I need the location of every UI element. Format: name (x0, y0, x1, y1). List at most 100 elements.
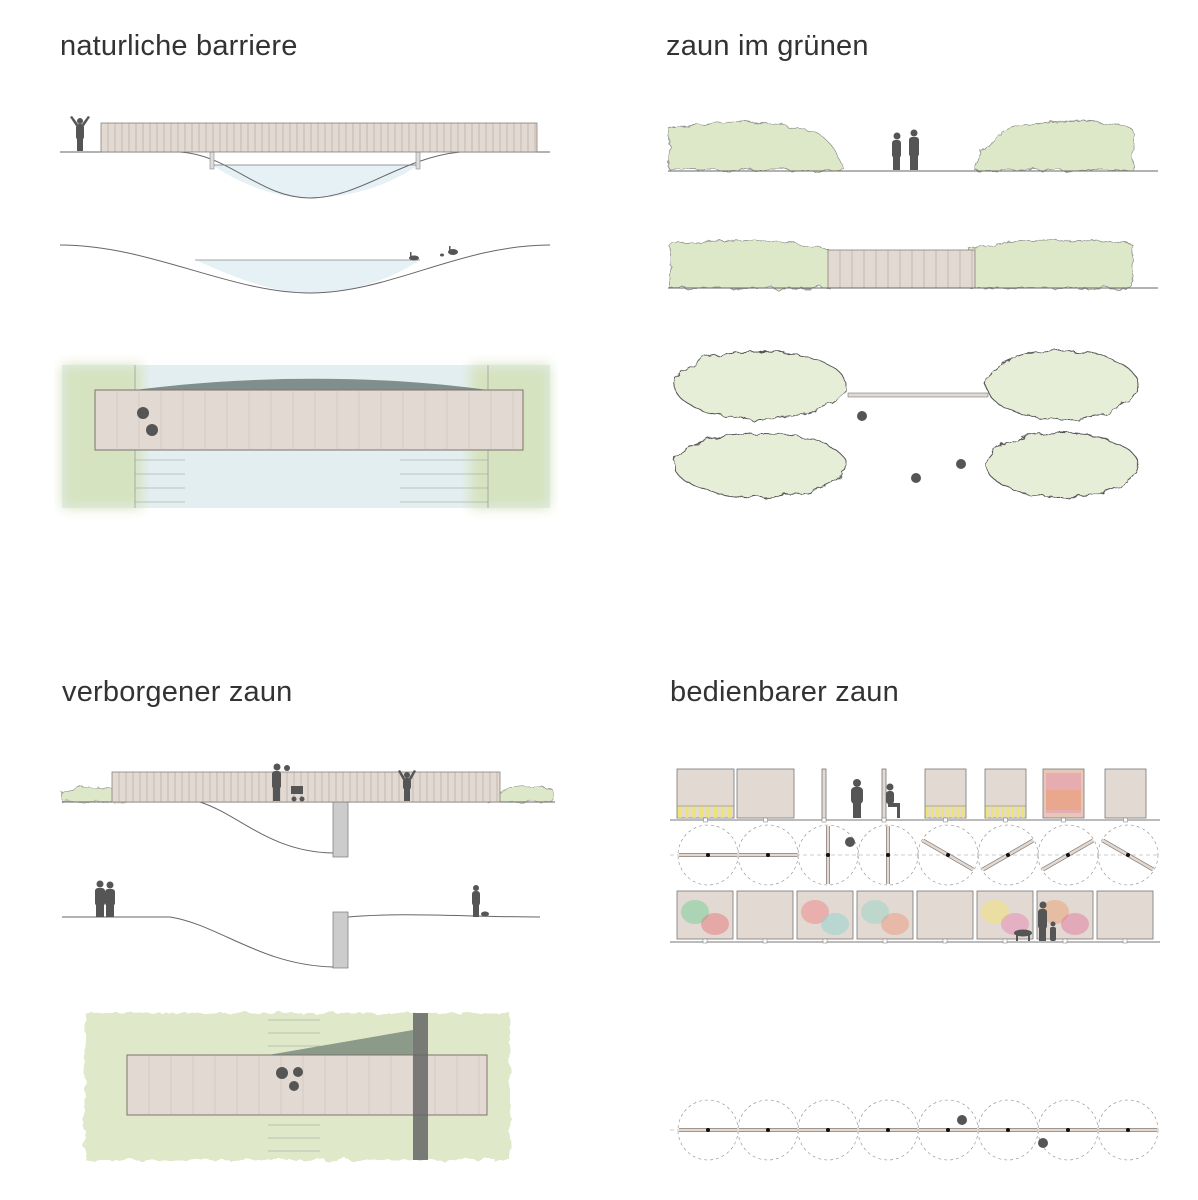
fence-panel (676, 890, 734, 944)
ground-line (62, 916, 334, 968)
people-topview-silhouette (857, 411, 966, 483)
bench-slat (941, 806, 944, 818)
pivot-foot (1122, 938, 1128, 944)
wall-plan (413, 1013, 428, 1160)
people-silhouette (851, 779, 900, 818)
ground-line (59, 244, 551, 294)
people-silhouette (272, 763, 416, 802)
panel-board (1042, 768, 1085, 819)
pivot-panels-row-graffiti (676, 890, 1154, 944)
shadow (135, 378, 488, 390)
pivot-plan (977, 824, 1039, 886)
hedge (669, 121, 846, 171)
pivot-plan (797, 824, 859, 886)
graffiti-blob (701, 913, 729, 935)
elevation-sunken-wall (61, 763, 555, 858)
rotation-circle (977, 824, 1039, 886)
fence-panel (1042, 768, 1085, 823)
graffiti-blob (861, 900, 889, 924)
rotation-circle (1097, 824, 1159, 886)
pivot-plan-row-closed (670, 1099, 1160, 1161)
pivot-point (1066, 853, 1070, 857)
hedge-plan (673, 350, 847, 420)
graffiti-blob (801, 900, 829, 924)
hedge-plan (673, 432, 847, 498)
stone-wall (332, 801, 349, 858)
bench-slat (699, 806, 703, 818)
pivot-plan (797, 1099, 859, 1161)
people-silhouette (892, 129, 919, 170)
pivot-point (946, 853, 950, 857)
pivot-foot (703, 817, 708, 823)
pivot-point (886, 1128, 890, 1132)
people-silhouette (95, 880, 489, 917)
pivot-plan (1097, 1099, 1159, 1161)
fence-panel (984, 768, 1027, 823)
panel-naturliche-barriere (59, 116, 551, 508)
fence-panel (736, 890, 794, 944)
pivot-point (826, 853, 830, 857)
elevation-fence-over-water (60, 116, 550, 199)
graffiti-blob (881, 913, 909, 935)
wood-grain (148, 1055, 480, 1115)
graffiti-blob (1041, 900, 1069, 924)
wooden-fence (827, 249, 976, 289)
pivot-point (1006, 1128, 1010, 1132)
pivot-plan (1037, 824, 1099, 886)
bench-slat (926, 806, 929, 818)
bench-slat (956, 806, 960, 818)
rotation-circle (917, 1099, 979, 1161)
support-post (209, 151, 215, 170)
rotation-circle (1037, 1099, 1099, 1161)
rotation-circle (857, 824, 919, 886)
water-body (212, 165, 418, 198)
people-dog-silhouette (1014, 901, 1056, 941)
pivot-point (886, 853, 890, 857)
fence-panel (676, 768, 735, 823)
fence-slats (839, 250, 973, 288)
pivot-foot (881, 817, 887, 823)
pivot-point (1126, 853, 1130, 857)
bench-slat (720, 806, 725, 818)
hedge-plan (985, 432, 1139, 498)
pivot-foot (702, 938, 708, 944)
rotation-circle (737, 1099, 799, 1161)
graffiti-wash (1046, 790, 1081, 810)
panel-title-zaun-im-gruenen: zaun im grünen (666, 30, 869, 62)
panel-board (1104, 768, 1147, 819)
hedge (969, 239, 1134, 289)
pivot-foot (1062, 938, 1068, 944)
fence-panel (796, 890, 854, 944)
bench-slat (1021, 806, 1025, 818)
pivot-plan (1037, 1099, 1099, 1161)
pivot-plan-row-rotated (670, 824, 1160, 886)
hedge (669, 239, 831, 289)
bench-slat (1016, 806, 1020, 818)
fence-panel (736, 768, 795, 823)
panel-bedienbarer-zaun (670, 768, 1160, 1161)
pivot-plan (977, 1099, 1039, 1161)
graffiti-blob (821, 913, 849, 935)
section-sunken-wall (62, 880, 541, 969)
pivot-plan (857, 824, 919, 886)
bench-slat (1001, 806, 1004, 818)
plan-view-sunken-wall (85, 1013, 510, 1160)
graffiti-blob (1001, 913, 1029, 935)
pivot-foot (1123, 817, 1128, 823)
bench-slat (931, 806, 934, 818)
plan-view-hedges (673, 350, 1139, 498)
wood-grain (116, 390, 514, 450)
pivot-plan (737, 1099, 799, 1161)
bench-slat (1006, 806, 1010, 818)
fence-panel (1096, 890, 1154, 944)
graffiti-blob (681, 900, 709, 924)
fence-slats (107, 123, 536, 152)
fence-panel (916, 890, 974, 944)
fence-panel (1036, 890, 1094, 944)
bench-slat (986, 806, 989, 818)
fence-panel (924, 768, 967, 823)
panel-board (736, 890, 794, 940)
bench-slat (991, 806, 994, 818)
pivot-point (826, 1128, 830, 1132)
pivot-point (1066, 1128, 1070, 1132)
